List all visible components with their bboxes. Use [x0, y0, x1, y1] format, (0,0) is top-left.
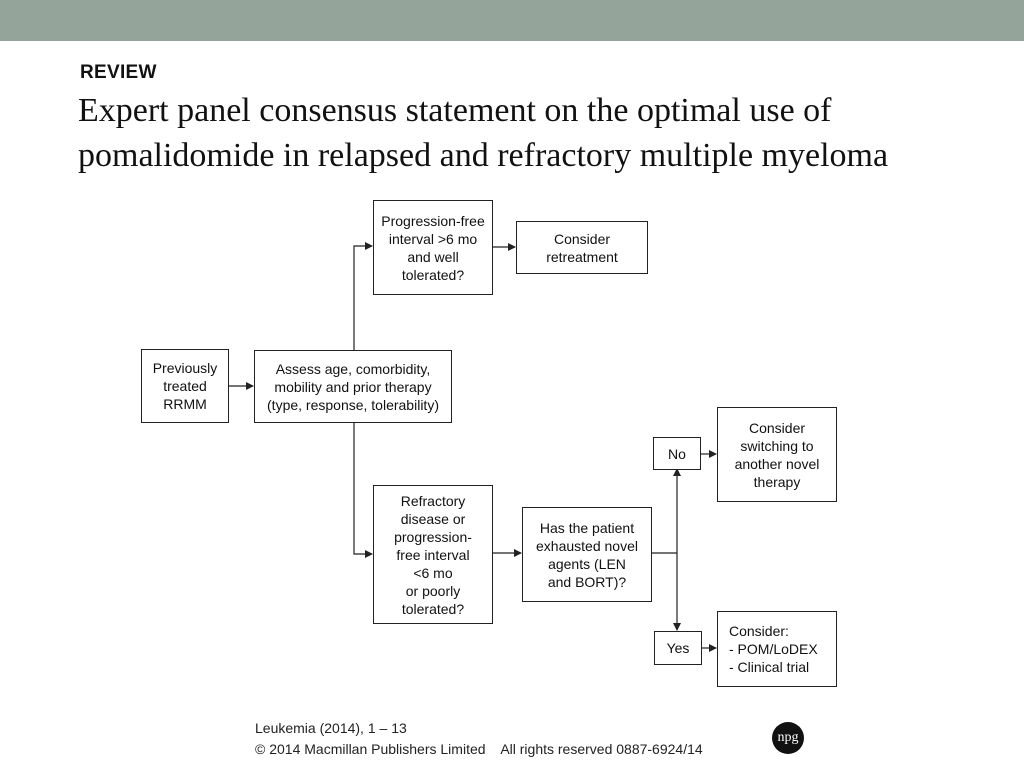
node-refractory: Refractory disease or progression- free … — [373, 485, 493, 624]
node-yes: Yes — [654, 631, 702, 665]
footer-copyright: © 2014 Macmillan Publishers Limited All … — [255, 741, 703, 757]
section-label: REVIEW — [80, 62, 157, 83]
node-exhausted-novel-agents: Has the patient exhausted novel agents (… — [522, 507, 652, 602]
node-consider-pom-lodex: Consider: - POM/LoDEX - Clinical trial — [717, 611, 837, 687]
arrow-assess-to-refractory — [353, 423, 373, 558]
arrow-assess-to-progression-free — [353, 242, 373, 350]
slide-title: Expert panel consensus statement on the … — [78, 92, 889, 174]
node-no: No — [653, 437, 701, 470]
node-progression-free-gt6: Progression-free interval >6 mo and well… — [373, 200, 493, 295]
npg-logo: npg — [772, 722, 804, 754]
node-consider-switching: Consider switching to another novel ther… — [717, 407, 837, 502]
node-consider-retreatment: Consider retreatment — [516, 221, 648, 274]
node-previously-treated: Previously treated RRMM — [141, 349, 229, 423]
header-bar — [0, 0, 1024, 41]
node-assess: Assess age, comorbidity, mobility and pr… — [254, 350, 452, 423]
footer-citation: Leukemia (2014), 1 – 13 — [255, 720, 407, 736]
